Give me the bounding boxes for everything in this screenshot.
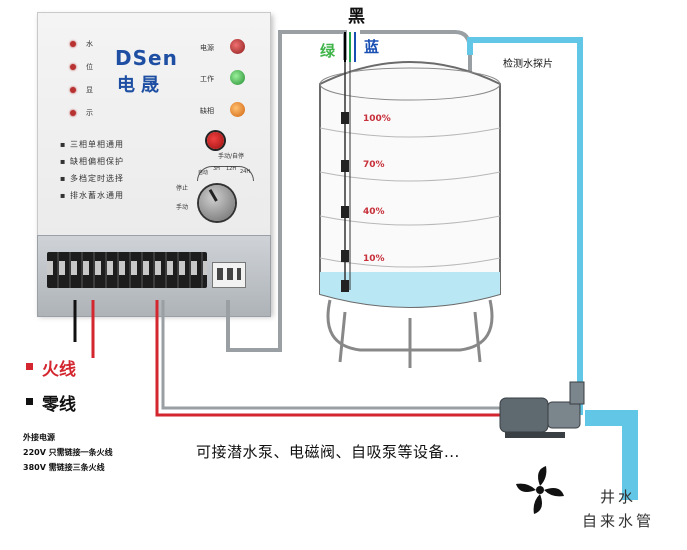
- tap-water-label: 自来水管: [582, 512, 655, 530]
- neutral-wire-swatch: [26, 398, 33, 405]
- work-indicator: [230, 70, 245, 85]
- dial-mark-3h: 3H: [213, 166, 220, 172]
- probe-label: 检测水探片: [503, 59, 553, 70]
- power-label: 电源: [200, 44, 214, 52]
- probe-screws: [217, 268, 241, 280]
- probe-sensor-100: [341, 112, 349, 124]
- dial-mark-auto: 自动: [198, 170, 209, 176]
- probe-terminal: [212, 262, 246, 288]
- well-water-label: 井水: [600, 488, 637, 506]
- blue-wire-label: 蓝: [364, 38, 380, 56]
- dial-mark-12h: 12H: [226, 166, 237, 172]
- feature-item: ▪ 多档定时选择: [60, 174, 124, 183]
- level-label-10: 10%: [363, 254, 385, 264]
- green-wire-label: 绿: [320, 42, 336, 60]
- terminal-block: [47, 252, 207, 288]
- brand-logo: DSen: [115, 46, 178, 70]
- water-level-led-4: [70, 110, 76, 116]
- manual-auto-button[interactable]: [207, 132, 224, 149]
- compatible-devices-text: 可接潜水泵、电磁阀、自吸泵等设备...: [196, 443, 460, 461]
- black-wire-label: 黑: [348, 7, 365, 27]
- work-label: 工作: [200, 75, 214, 83]
- tank-ring: [319, 127, 501, 138]
- neutral-wire-label: 零线: [42, 395, 76, 415]
- stand-leg: [338, 311, 347, 363]
- tank-body: [319, 61, 501, 308]
- tank-ring: [319, 215, 501, 226]
- probe-sensor-70: [341, 160, 349, 172]
- tank-rim: [319, 67, 501, 101]
- stand-leg: [473, 311, 482, 363]
- tank-ring: [319, 171, 501, 182]
- pump-motor: [499, 397, 549, 433]
- dial-mark-24h: 24H: [240, 169, 251, 175]
- pump-power-wire-2: [161, 300, 500, 410]
- phase-loss-label: 缺相: [200, 107, 214, 115]
- probe-sensor-40: [341, 206, 349, 218]
- timer-knob[interactable]: [199, 185, 235, 221]
- feature-item: ▪ 缺相偏相保护: [60, 157, 124, 166]
- power-note-220v: 220V 只需链接一条火线: [23, 448, 113, 457]
- pump-head: [547, 401, 581, 429]
- water-level-led-3: [70, 87, 76, 93]
- water-level-led-2: [70, 64, 76, 70]
- level-label-100: 100%: [363, 114, 391, 124]
- water-level-led-1: [70, 41, 76, 47]
- power-note-380v: 380V 需链接三条火线: [23, 463, 105, 472]
- led-label-2: 位: [86, 63, 93, 71]
- pump-outlet: [569, 381, 585, 405]
- feature-item: ▪ 三相单相通用: [60, 140, 124, 149]
- power-indicator: [230, 39, 245, 54]
- phase-loss-indicator: [230, 102, 245, 117]
- level-label-70: 70%: [363, 160, 385, 170]
- live-wire-swatch: [26, 363, 33, 370]
- power-note-title: 外接电源: [23, 433, 55, 442]
- propeller-icon: [516, 466, 564, 514]
- manual-auto-label: 手动/自停: [218, 153, 245, 160]
- manual-label: 手动: [176, 204, 189, 211]
- level-label-40: 40%: [363, 207, 385, 217]
- live-wire-label: 火线: [42, 360, 76, 380]
- inlet-pipe: [585, 410, 638, 500]
- feature-list: ▪ 三相单相通用 ▪ 缺相偏相保护 ▪ 多档定时选择 ▪ 排水蓄水通用: [60, 139, 124, 201]
- led-label-4: 示: [86, 109, 93, 117]
- probe-sensor-bottom: [341, 280, 349, 292]
- terminal-screws: [47, 261, 207, 275]
- led-label-1: 水: [86, 40, 93, 48]
- feature-item: ▪ 排水蓄水通用: [60, 191, 124, 200]
- pump-base: [505, 432, 565, 438]
- brand-name-cn: 电晟: [117, 75, 165, 96]
- stop-label: 停止: [176, 185, 189, 192]
- pump-power-wire: [155, 300, 500, 417]
- led-label-3: 显: [86, 86, 93, 94]
- probe-sensor-10: [341, 250, 349, 262]
